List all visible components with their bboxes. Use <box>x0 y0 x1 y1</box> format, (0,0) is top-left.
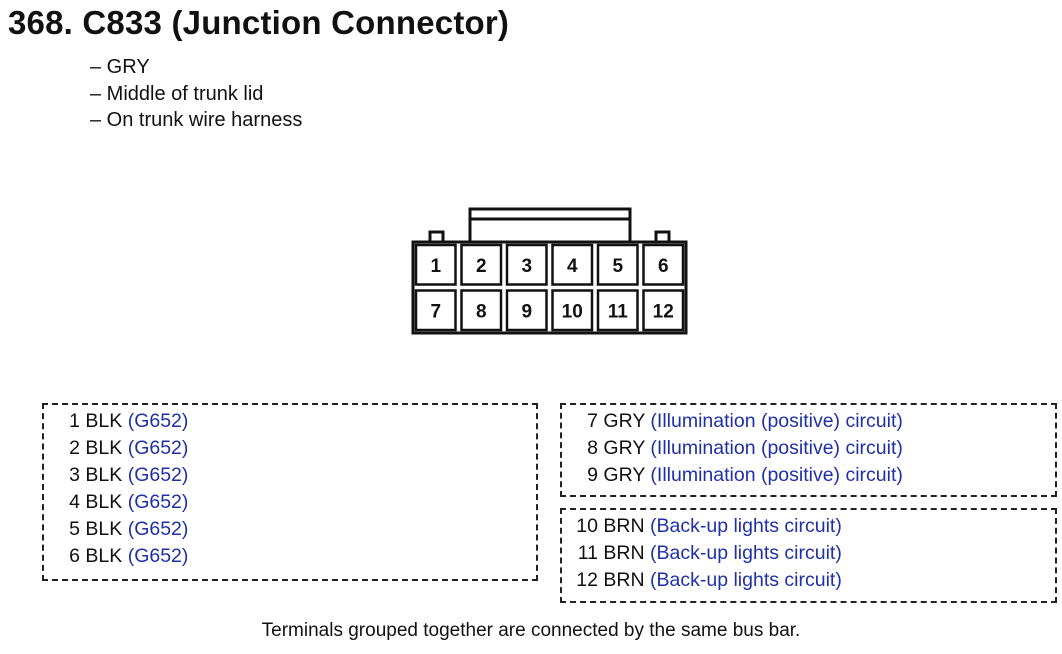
pin-assignment-row: 5 BLK (G652) <box>60 518 188 541</box>
wire-color: BLK <box>85 437 123 459</box>
circuit-reference-link[interactable]: (Back-up lights circuit) <box>650 515 842 537</box>
pin-assignment-row: 4 BLK (G652) <box>60 491 188 514</box>
wire-color: BLK <box>85 491 123 513</box>
pin-assignment-row: 1 BLK (G652) <box>60 410 188 433</box>
pin-number: 8 <box>587 437 598 459</box>
wire-color: BRN <box>603 542 645 564</box>
pin-assignment-row: 2 BLK (G652) <box>60 437 188 460</box>
circuit-reference-link[interactable]: (G652) <box>127 545 189 567</box>
pin-number: 2 <box>69 437 80 459</box>
connector-body <box>411 240 688 335</box>
wire-color: GRY <box>603 464 645 486</box>
cavity-9 <box>505 289 548 332</box>
pin-number: 7 <box>587 410 598 432</box>
pin-assignment-row: 12 BRN (Back-up lights circuit) <box>576 569 842 592</box>
circuit-reference-link[interactable]: (Illumination (positive) circuit) <box>650 464 903 486</box>
note-color: – GRY <box>90 56 150 78</box>
connector-notes: – GRY – Middle of trunk lid – On trunk w… <box>90 54 302 134</box>
note-location: – Middle of trunk lid <box>90 82 264 105</box>
backup-lights-group <box>560 508 1057 603</box>
wire-color: BLK <box>85 410 123 432</box>
circuit-reference-link[interactable]: (G652) <box>127 437 189 459</box>
circuit-reference-link[interactable]: (G652) <box>127 491 189 513</box>
pin-assignment-row: 9 GRY (Illumination (positive) circuit) <box>576 464 903 487</box>
pin-number-3: 3 <box>521 256 532 277</box>
cavity-8 <box>460 289 503 332</box>
connector-latch <box>468 207 632 244</box>
cavity-11 <box>596 289 639 332</box>
wire-color: GRY <box>603 437 645 459</box>
pin-number-1: 1 <box>430 256 441 277</box>
illumination-group <box>560 403 1057 497</box>
cavity-10 <box>551 289 594 332</box>
cavity-7 <box>414 289 457 332</box>
ground-group <box>42 403 538 581</box>
note-harness: – On trunk wire harness <box>90 109 303 131</box>
wire-color: BRN <box>603 515 645 537</box>
pin-number: 5 <box>69 518 80 540</box>
pin-assignment-row: 3 BLK (G652) <box>60 464 188 487</box>
circuit-reference-link[interactable]: (G652) <box>127 464 189 486</box>
pin-number-6: 6 <box>658 256 669 277</box>
wire-color: GRY <box>603 410 645 432</box>
pin-number: 6 <box>69 545 80 567</box>
cavity-12 <box>642 289 685 332</box>
pin-number-12: 12 <box>653 301 674 322</box>
pin-number: 11 <box>577 542 598 564</box>
circuit-reference-link[interactable]: (G652) <box>127 410 189 432</box>
pin-number: 4 <box>69 491 80 513</box>
page-title: 368. C833 (Junction Connector) <box>8 4 510 41</box>
pin-number: 12 <box>576 569 598 591</box>
pin-assignment-row: 10 BRN (Back-up lights circuit) <box>576 515 842 538</box>
circuit-reference-link[interactable]: (Back-up lights circuit) <box>650 542 842 564</box>
cavity-6 <box>642 243 685 286</box>
wire-color: BLK <box>85 518 123 540</box>
bus-bar-note: Terminals grouped together are connected… <box>261 620 801 641</box>
circuit-reference-link[interactable]: (Illumination (positive) circuit) <box>650 437 903 459</box>
cavity-3 <box>505 243 548 286</box>
pin-number: 3 <box>69 464 80 486</box>
pin-number-10: 10 <box>562 301 583 322</box>
cavity-4 <box>551 243 594 286</box>
pin-number-4: 4 <box>567 256 578 277</box>
wire-color: BLK <box>85 464 123 486</box>
pin-number-5: 5 <box>612 256 623 277</box>
pin-number-8: 8 <box>476 301 487 322</box>
pin-assignment-row: 11 BRN (Back-up lights circuit) <box>576 542 842 565</box>
pin-number-11: 11 <box>608 301 629 322</box>
cavity-1 <box>414 243 457 286</box>
cavity-2 <box>460 243 503 286</box>
circuit-reference-link[interactable]: (Back-up lights circuit) <box>650 569 842 591</box>
pin-number-9: 9 <box>521 301 532 322</box>
pin-assignment-row: 7 GRY (Illumination (positive) circuit) <box>576 410 903 433</box>
pin-number: 1 <box>69 410 80 432</box>
pin-number: 9 <box>587 464 598 486</box>
wire-color: BRN <box>603 569 645 591</box>
cavity-5 <box>596 243 639 286</box>
circuit-reference-link[interactable]: (Illumination (positive) circuit) <box>650 410 903 432</box>
pin-number: 10 <box>576 515 598 537</box>
pin-number-7: 7 <box>430 301 441 322</box>
pin-assignment-row: 8 GRY (Illumination (positive) circuit) <box>576 437 903 460</box>
pin-number-2: 2 <box>476 256 487 277</box>
wire-color: BLK <box>85 545 123 567</box>
circuit-reference-link[interactable]: (G652) <box>127 518 189 540</box>
pin-assignment-row: 6 BLK (G652) <box>60 545 188 568</box>
